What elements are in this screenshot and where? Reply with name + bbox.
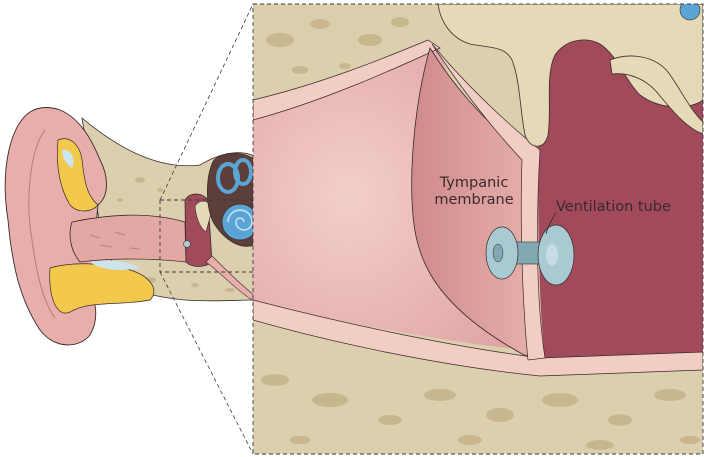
ventilation-tube <box>485 224 575 286</box>
cartilage-inner <box>90 260 140 270</box>
ossicle <box>437 4 703 147</box>
zoomed-detail <box>253 4 703 454</box>
zoom-line-bottom <box>159 271 254 455</box>
zoom-frame <box>252 3 704 455</box>
ossicles-small <box>194 200 213 233</box>
bone-texture-zoom <box>261 17 700 450</box>
tympanic-membrane-label: Tympanic membrane <box>426 175 522 209</box>
bone-texture <box>117 177 235 292</box>
membrane-rim <box>431 43 546 361</box>
ventilation-tube-label: Ventilation tube <box>556 199 671 215</box>
canal-lining-bottom <box>253 299 703 377</box>
tympanic-label-line1: Tympanic <box>439 175 509 191</box>
stapes <box>609 55 703 135</box>
cochlea-spiral <box>227 209 253 231</box>
canal-hair <box>89 231 141 250</box>
stapes-foot <box>679 4 701 21</box>
tube-small <box>183 240 191 248</box>
tympanic-label-line2: membrane <box>434 192 514 208</box>
ear-canal <box>69 214 187 263</box>
ear-overview <box>4 3 259 455</box>
canal-lining-top <box>253 39 441 121</box>
semicircular-canals <box>216 158 253 194</box>
zoom-line-top <box>159 3 254 201</box>
tube-leader-line <box>545 211 557 235</box>
cartilage-inner-top <box>62 149 74 168</box>
helix-fold <box>28 129 56 319</box>
